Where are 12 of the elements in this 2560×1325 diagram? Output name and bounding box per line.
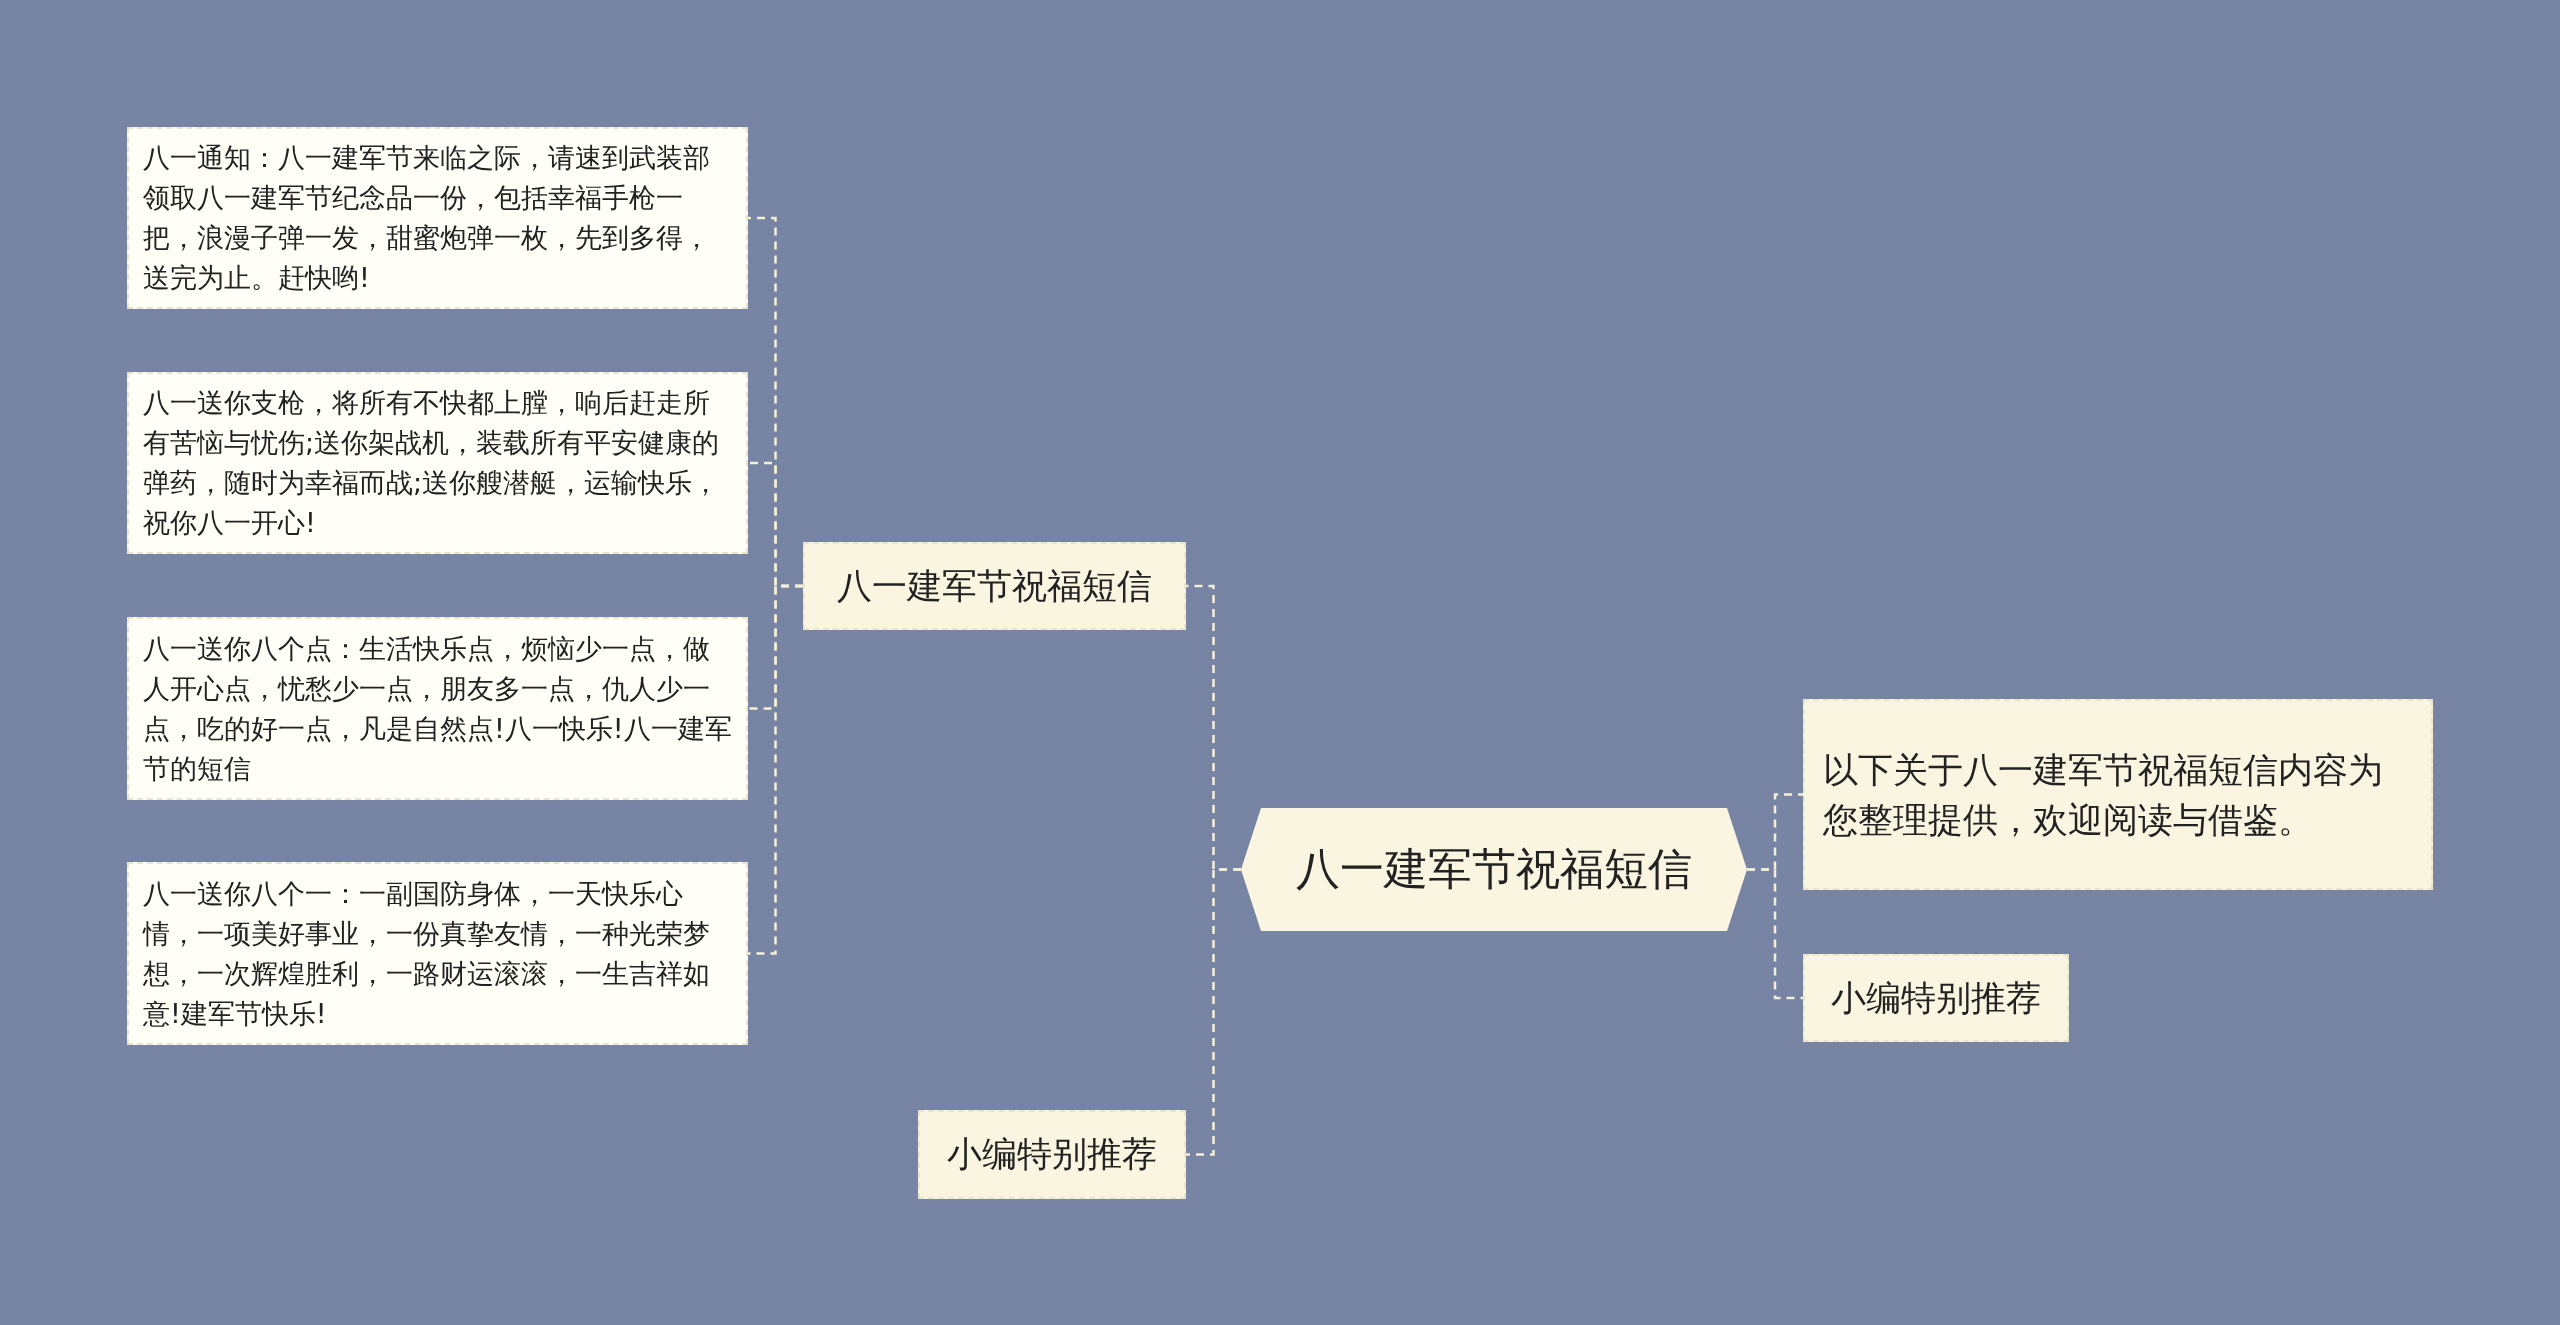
topic-box: 小编特别推荐	[918, 1110, 1186, 1199]
topic-box: 八一建军节祝福短信	[803, 542, 1186, 630]
message-card: 八一送你支枪，将所有不快都上膛，响后赶走所有苦恼与忧伤;送你架战机，装载所有平安健康的弹药，随时为幸福而战;送你艘潜艇，运输快乐，祝你八一开心!	[127, 372, 748, 554]
connector-line	[1747, 868, 1803, 1000]
connector-line	[1186, 868, 1241, 1156]
note-box: 以下关于八一建军节祝福短信内容为您整理提供，欢迎阅读与借鉴。	[1803, 699, 2433, 890]
message-card: 八一通知：八一建军节来临之际，请速到武装部领取八一建军节纪念品一份，包括幸福手枪一把，浪漫子弹一发，甜蜜炮弹一枚，先到多得，送完为止。赶快哟!	[127, 127, 748, 309]
connector-line	[748, 584, 803, 955]
topic-box: 小编特别推荐	[1803, 954, 2069, 1042]
message-card: 八一送你八个一：一副国防身体，一天快乐心情，一项美好事业，一份真挚友情，一种光荣梦想，一次辉煌胜利，一路财运滚滚，一生吉祥如意!建军节快乐!	[127, 862, 748, 1045]
central-topic-hexagon: 八一建军节祝福短信	[1241, 808, 1747, 931]
message-card: 八一送你八个点：生活快乐点，烦恼少一点，做人开心点，忧愁少一点，朋友多一点，仇人少一点，吃的好一点，凡是自然点!八一快乐!八一建军节的短信	[127, 617, 748, 800]
